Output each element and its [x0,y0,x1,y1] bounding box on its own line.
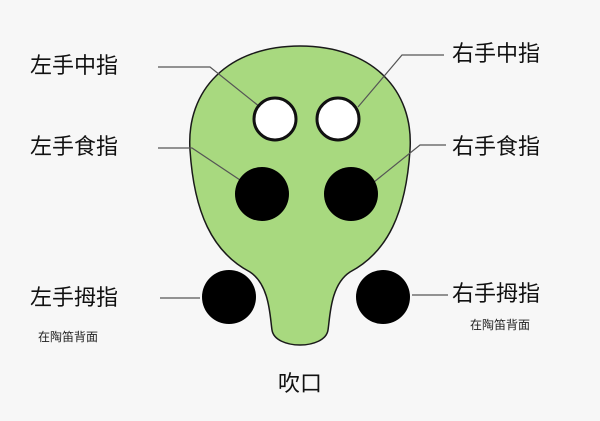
leader-left-index [158,147,241,181]
hole-right-index [324,167,378,221]
note-left-thumb: 在陶笛背面 [38,330,99,344]
hole-left-middle [252,96,298,142]
leader-right-index [373,144,446,183]
note-right-thumb: 在陶笛背面 [470,318,531,332]
label-right-index: 右手食指 [452,135,541,160]
label-right-middle: 右手中指 [452,42,541,67]
leader-right-middle [357,54,444,108]
label-left-middle: 左手中指 [30,54,119,79]
hole-left-index [235,167,289,221]
label-left-index: 左手食指 [30,135,119,160]
label-mouthpiece: 吹口 [278,372,323,397]
hole-right-middle [315,96,361,142]
label-left-thumb: 左手拇指 [30,286,119,311]
leader-left-middle [158,66,261,108]
hole-left-thumb [202,270,256,324]
label-right-thumb: 右手拇指 [452,282,541,307]
hole-right-thumb [356,270,410,324]
